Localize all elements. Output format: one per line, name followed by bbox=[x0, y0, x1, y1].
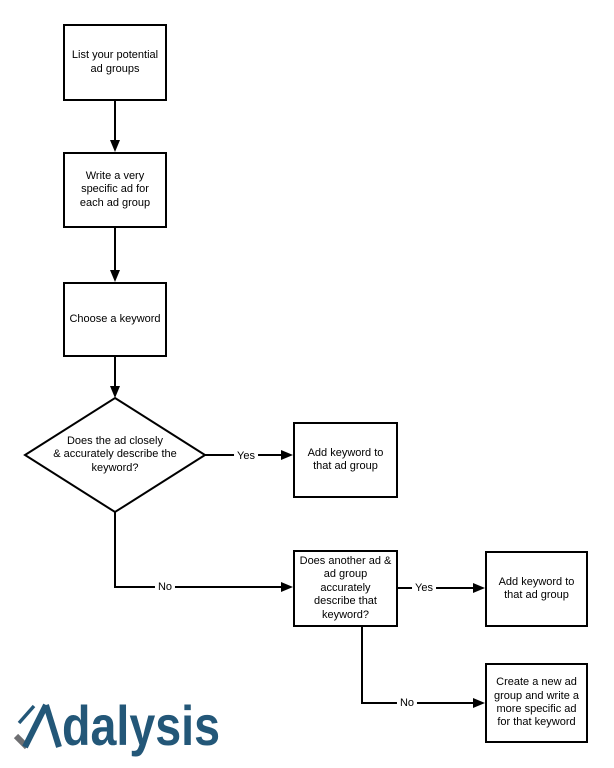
node-another-ad-describes: Does another ad & ad group accurately de… bbox=[293, 550, 398, 627]
arrowhead-down-icon bbox=[110, 270, 120, 282]
arrowhead-down-icon bbox=[110, 386, 120, 398]
edge-label-no-2: No bbox=[396, 697, 418, 709]
node-write-specific-ad: Write a very specific ad for each ad gro… bbox=[63, 152, 167, 228]
node-add-keyword-2: Add keyword to that ad group bbox=[485, 551, 588, 627]
node-list-ad-groups: List your potential ad groups bbox=[63, 24, 167, 101]
arrowhead-right-icon bbox=[473, 698, 485, 708]
arrowhead-down-icon bbox=[110, 140, 120, 152]
adalysis-a-icon bbox=[13, 703, 62, 750]
adalysis-wordmark: dalysis bbox=[62, 694, 220, 757]
edge-decision2-no bbox=[361, 627, 474, 704]
arrowhead-right-icon bbox=[281, 450, 293, 460]
node-add-keyword-1: Add keyword to that ad group bbox=[293, 422, 398, 498]
arrowhead-right-icon bbox=[473, 583, 485, 593]
node-create-new-ad-group: Create a new ad group and write a more s… bbox=[485, 663, 588, 743]
adalysis-logo: dalysis bbox=[13, 694, 220, 757]
arrowhead-right-icon bbox=[281, 582, 293, 592]
node-choose-keyword: Choose a keyword bbox=[63, 282, 167, 357]
edge-decision-no bbox=[114, 512, 282, 588]
decision-ad-describes-keyword: Does the ad closely & accurately describ… bbox=[53, 434, 177, 474]
edge-label-yes-2: Yes bbox=[412, 582, 436, 594]
decision-diamond-shape bbox=[23, 396, 207, 514]
edge-label-no-1: No bbox=[154, 581, 176, 593]
edge-label-yes-1: Yes bbox=[234, 450, 258, 462]
